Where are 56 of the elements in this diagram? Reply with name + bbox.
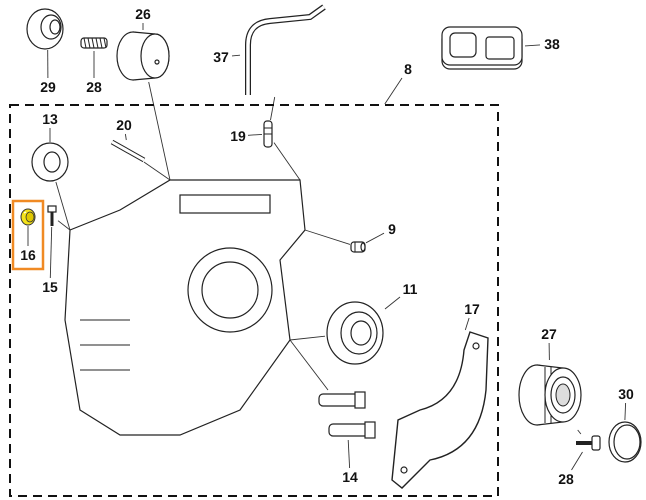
assembly-line — [274, 142, 300, 180]
callout-number: 17 — [462, 300, 482, 318]
callout-number: 30 — [615, 385, 637, 403]
nipple-drawing — [262, 120, 274, 148]
callout-number: 16 — [18, 246, 38, 264]
leader-line — [548, 342, 550, 360]
gasket-drawing — [390, 330, 490, 490]
leader-line — [232, 54, 240, 56]
callout-number: 13 — [40, 110, 60, 128]
highlight-frame — [12, 200, 44, 270]
leader-line — [624, 402, 626, 420]
callout-number: 26 — [133, 5, 153, 23]
leader-line — [47, 50, 48, 78]
spring-drawing — [80, 35, 108, 51]
assembly-line — [304, 230, 350, 245]
callout-number: 27 — [538, 325, 560, 343]
assembly-line — [270, 96, 276, 120]
callout-number: 8 — [400, 60, 416, 78]
assembly-line — [290, 336, 326, 340]
pin-drawing — [350, 240, 366, 254]
buffer-drawing — [115, 30, 171, 82]
leader-line — [348, 440, 350, 468]
assembly-line — [577, 430, 582, 434]
assembly-line — [143, 162, 170, 180]
leader-line — [524, 44, 540, 46]
callout-number: 28 — [556, 470, 576, 488]
callout-number: 28 — [84, 78, 104, 96]
callout-number: 29 — [38, 78, 58, 96]
leader-line — [248, 134, 262, 136]
screw-drawing — [46, 205, 58, 227]
pin-drawing — [110, 140, 146, 162]
leader-line — [384, 296, 400, 310]
callout-number: 19 — [228, 127, 248, 145]
plug-drawing — [19, 208, 37, 226]
assembly-line — [58, 220, 70, 230]
leader-line — [384, 78, 402, 104]
leader-line — [464, 318, 470, 330]
callout-number: 38 — [540, 35, 564, 53]
dashed-outline — [8, 104, 500, 498]
callout-number: 37 — [210, 48, 232, 66]
screw-drawing — [574, 434, 602, 452]
bearing-drawing — [325, 300, 385, 366]
leader-line — [366, 232, 384, 244]
leader-line — [50, 226, 52, 278]
callout-number: 20 — [114, 116, 134, 134]
assembly-line — [55, 182, 70, 230]
assembly-line — [148, 82, 170, 180]
callout-number: 15 — [40, 278, 60, 296]
leader-line — [124, 134, 127, 140]
washer-drawing — [30, 142, 70, 182]
leader-line — [571, 452, 583, 470]
callout-number: 9 — [384, 220, 400, 238]
leader-line — [142, 22, 144, 30]
callout-number: 14 — [340, 468, 360, 486]
assembly-line — [290, 340, 328, 390]
callout-number: 11 — [400, 280, 420, 298]
